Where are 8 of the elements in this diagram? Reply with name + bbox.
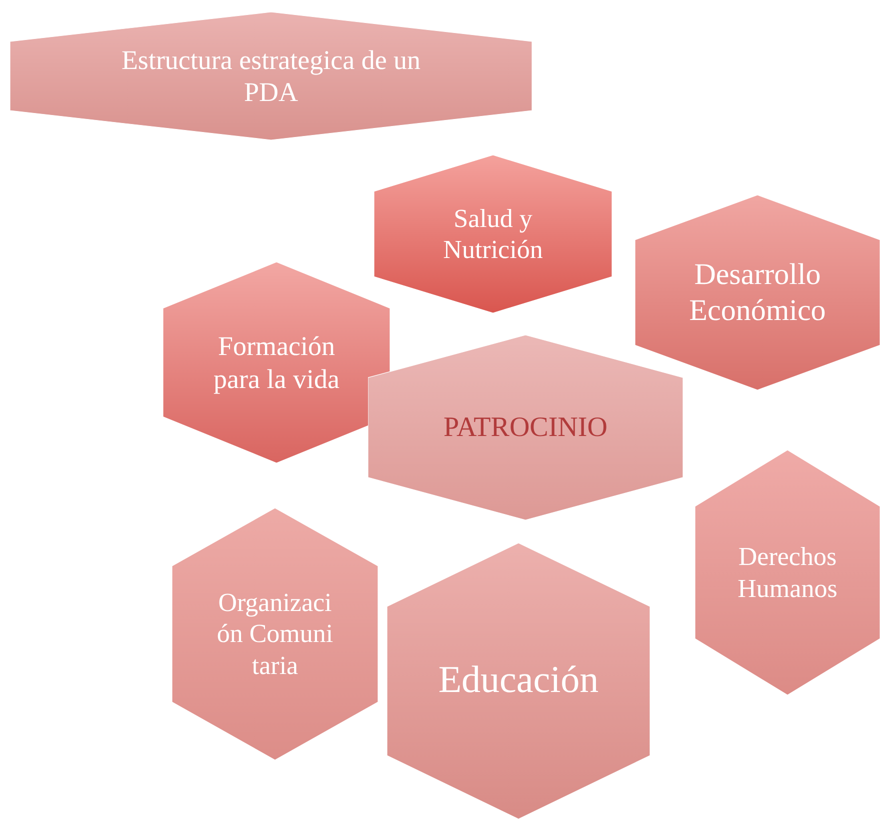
- node-label: Educación: [437, 658, 600, 704]
- node-label: Desarrollo Económico: [688, 256, 827, 328]
- node-label: Organización Comunitaria: [216, 587, 334, 681]
- node-label: Salud y Nutrición: [442, 202, 544, 266]
- diagram-title: Estructura estrategica de un PDA: [120, 44, 422, 108]
- node-label: Derechos Humanos: [736, 541, 838, 604]
- node-label: Formación para la vida: [212, 330, 340, 395]
- node-label: PATROCINIO: [442, 410, 608, 444]
